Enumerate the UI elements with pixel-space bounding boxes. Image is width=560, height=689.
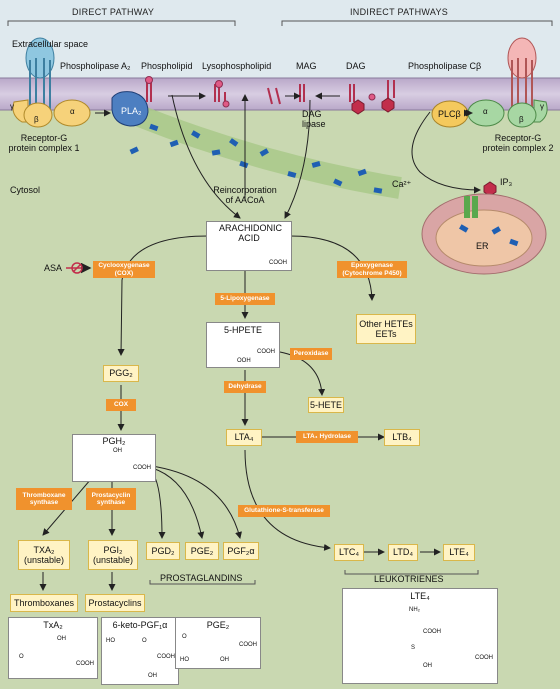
pla2-label: PLA₂ [121,106,142,116]
lte4-cooh-bottom: COOH [475,655,493,661]
peroxidase-enzyme: Peroxidase [290,348,332,360]
arachidonic-cooh: COOH [269,260,287,267]
other-hetes-box: Other HETEs EETs [356,314,416,344]
txa2-oh: OH [57,636,66,642]
pge2-o: O [182,634,187,640]
lte4-structure-title: LTE₄ [410,591,430,601]
cytosol-label: Cytosol [10,185,41,195]
gamma-subunit-left: γ [10,102,14,111]
keto-cooh: COOH [157,654,175,660]
glutathione-s-transferase-enzyme: Glutathione-S-transferase [238,505,330,517]
lte4-cooh-top: COOH [423,629,441,635]
epoxygenase-enzyme: Epoxygenase (Cytochrome P450) [337,261,407,278]
alpha-subunit-left: α [70,107,75,116]
txa2-box: TXA₂ (unstable) [18,540,70,570]
receptor-complex-2-graphic [467,37,548,128]
ltc4-box: LTC₄ [334,544,364,561]
asa-label: ASA [44,263,63,273]
calcium-flux-band [115,97,402,199]
hpete-cooh: COOH [257,349,275,355]
leukotrienes-label: LEUKOTRIENES [374,574,444,584]
thromboxane-synthase-enzyme: Thromboxane synthase [16,488,72,510]
plasma-membrane [0,78,560,110]
pgg2-box: PGG₂ [103,365,139,382]
keto-o: O [142,638,147,644]
pgh2-oh: OH [113,448,122,454]
lta4-hydrolase-enzyme: LTA₄ Hydrolase [296,431,358,443]
receptor-complex-1-label: Receptor-G protein complex 1 [8,133,80,153]
direct-pathway-header: DIRECT PATHWAY [72,7,155,17]
ltb4-box: LTB₄ [384,429,420,446]
keto-pgf-structure-box: 6-keto-PGF₁α HO O COOH OH [101,617,179,685]
beta-subunit-right: β [519,115,524,124]
keto-pgf-structure-title: 6-keto-PGF₁α [112,620,168,630]
cox-enzyme: COX [106,399,136,411]
ltd4-box: LTD₄ [388,544,418,561]
dag-lipase-label: DAG lipase [302,109,326,129]
keto-oh: OH [148,673,157,680]
prostacyclin-synthase-enzyme: Prostacyclin synthase [86,488,136,510]
pgf2a-box: PGF₂α [223,542,259,560]
pge2-structure-title: PGE₂ [206,620,230,630]
prostaglandins-label: PROSTAGLANDINS [160,573,243,583]
receptor-complex-1-graphic [12,37,91,128]
lte4-structure-box: LTE₄ NH₂ COOH S OH COOH [342,588,498,684]
pge2-structure-box: PGE₂ O COOH HO OH [175,617,261,669]
pgh2-box: PGH₂ OH COOH [72,434,156,482]
beta-subunit-left: β [34,115,39,124]
pla2-enzyme-shape [111,91,149,127]
pgh2-cooh: COOH [133,465,151,471]
txa2-structure-box: TxA₂ O OH COOH [8,617,98,679]
pgd2-box: PGD₂ [146,542,180,560]
dag-label: DAG [346,61,366,71]
lte4-box: LTE₄ [443,544,475,561]
hpete-ooh: OOH [237,358,251,365]
pge2-cooh: COOH [239,642,257,648]
pge2-ho: HO [180,657,189,664]
lte4-nh2: NH₂ [409,607,420,613]
arachidonic-acid-box: ARACHIDONIC ACID COOH [206,221,292,271]
dehydrase-enzyme: Dehydrase [224,381,266,393]
phospholipid-label: Phospholipid [141,61,193,71]
er-label: ER [476,241,489,251]
hete-box: 5-HETE [308,397,344,413]
extracellular-region [0,0,560,78]
mag-label: MAG [296,61,317,71]
reincorporation-label: Reincorporation of AACoA [213,185,277,205]
txa2-structure-title: TxA₂ [43,620,63,630]
alpha-subunit-right: α [483,107,488,116]
pge2-oh: OH [220,657,229,664]
lipoxygenase-enzyme: 5-Lipoxygenase [215,293,275,305]
cyclooxygenase-enzyme: Cyclooxygenase (COX) [93,261,155,278]
calcium-label: Ca²⁺ [392,179,412,189]
receptor-complex-2-label: Receptor-G protein complex 2 [482,133,554,153]
er-lumen [435,209,533,267]
extracellular-label: Extracellular space [12,39,89,49]
lte4-s: S [411,645,416,651]
plcb-label: PLCβ [438,109,461,119]
thromboxanes-box: Thromboxanes [10,594,78,612]
hpete-label: 5-HPETE [223,325,262,335]
pge2-box: PGE₂ [185,542,219,560]
txa2-o: O [19,654,24,660]
lte4-oh: OH [423,663,432,669]
prostacyclins-box: Prostacyclins [85,594,145,612]
lysophospholipid-label: Lysophospholipid [202,61,272,71]
ip3-label: IP₃ [500,177,513,187]
hpete-box: 5-HPETE COOH OOH [206,322,280,368]
txa2-cooh: COOH [76,661,94,668]
arachidonic-acid-label: ARACHIDONIC ACID [219,223,283,243]
keto-ho: HO [106,638,115,644]
pgi2-box: PGI₂ (unstable) [88,540,138,570]
phospholipase-a2-label: Phospholipase A₂ [60,61,131,71]
gamma-subunit-right: γ [540,102,544,111]
pgh2-label: PGH₂ [102,436,126,446]
phospholipase-cb-label: Phospholipase Cβ [408,61,482,71]
lta4-box: LTA₄ [226,429,262,446]
indirect-pathways-header: INDIRECT PATHWAYS [350,7,449,17]
